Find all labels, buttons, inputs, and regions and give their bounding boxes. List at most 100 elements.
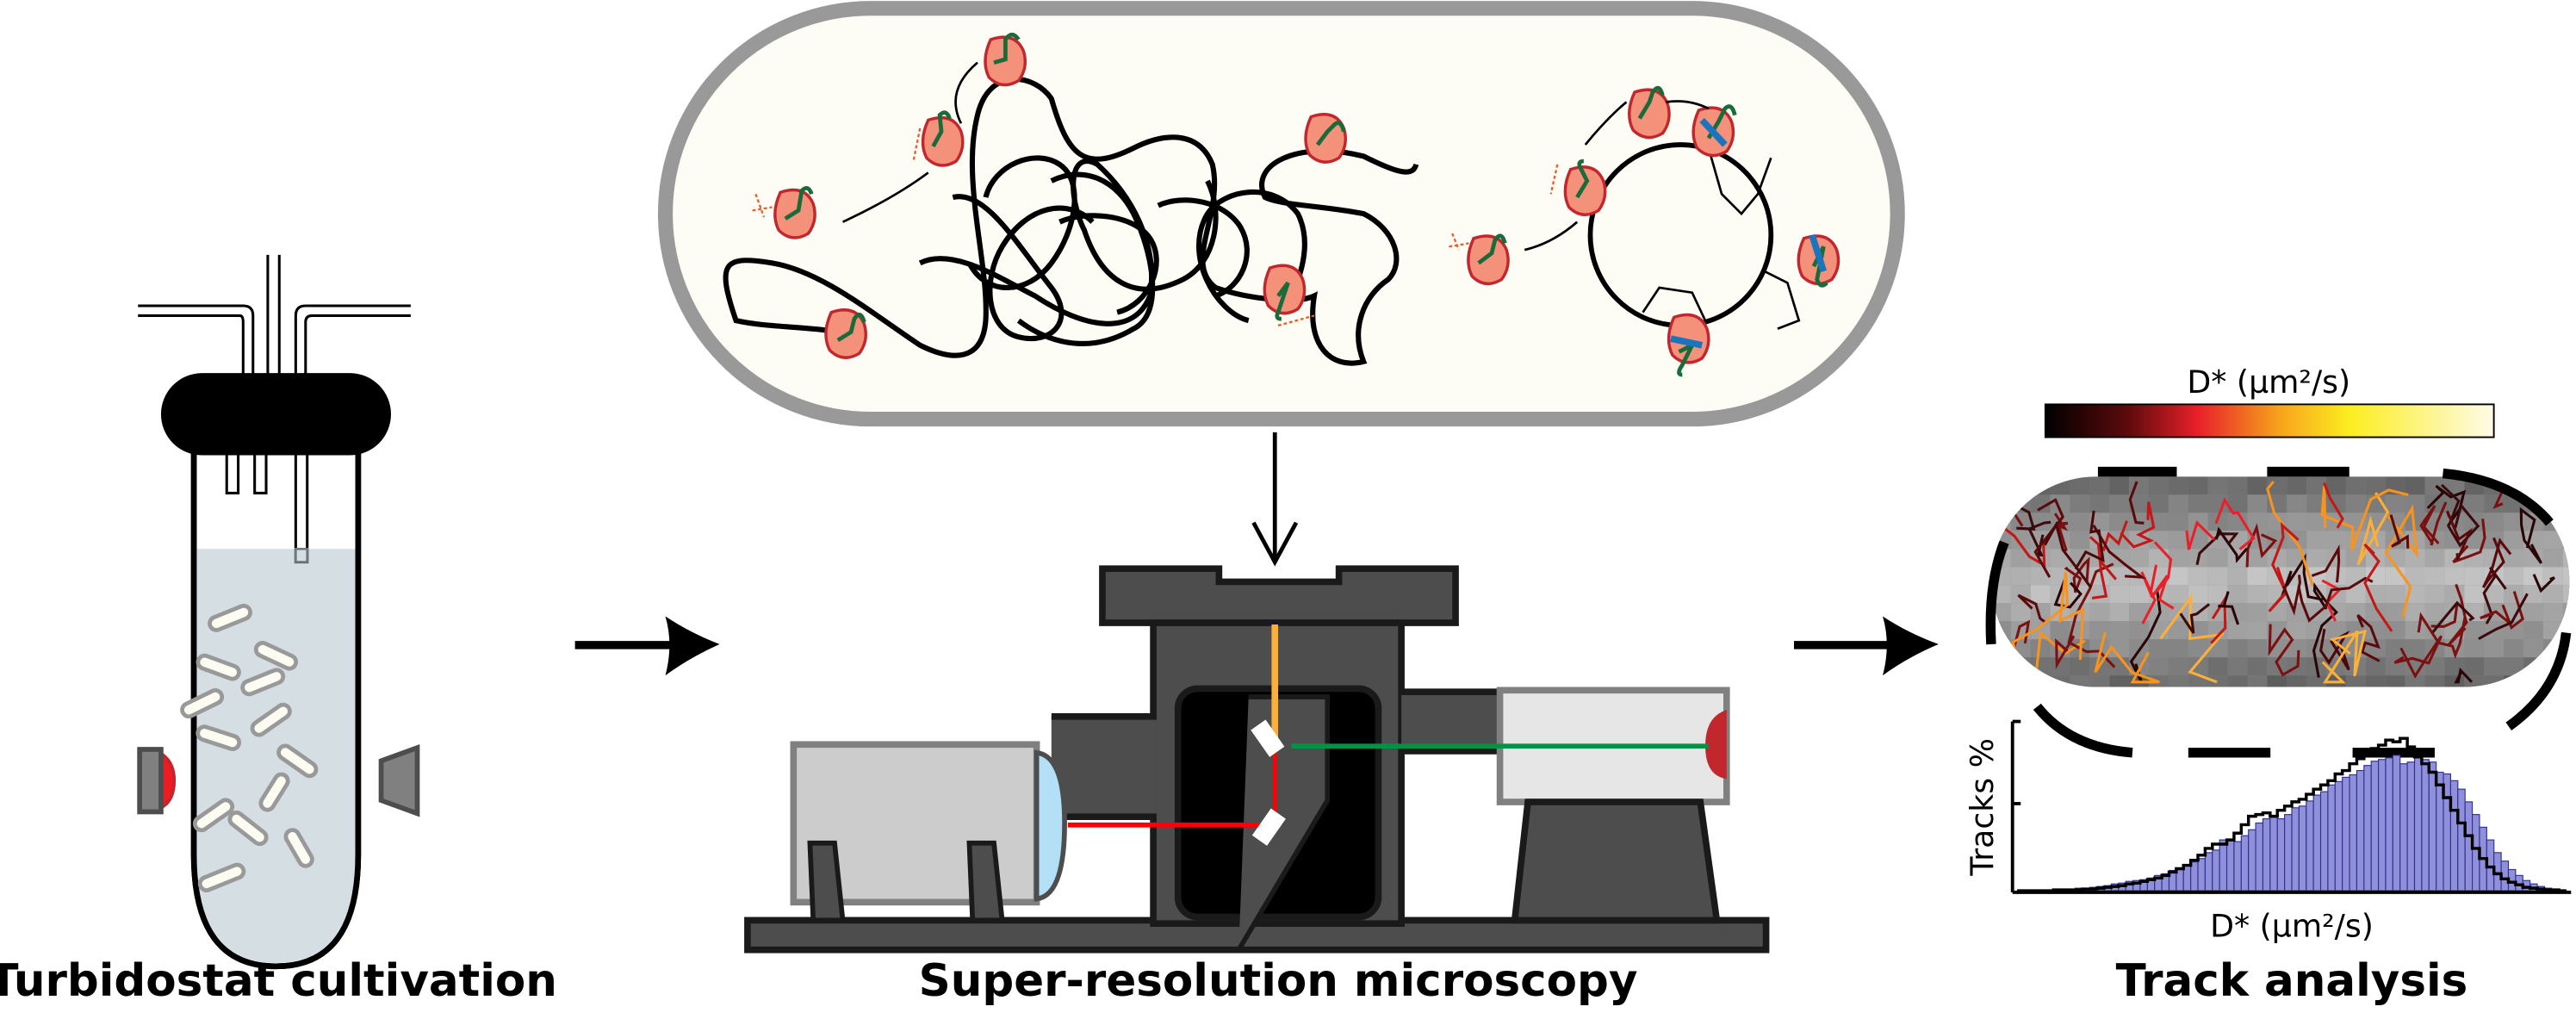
molecule-track bbox=[2481, 537, 2512, 588]
arrow-right-icon bbox=[574, 616, 720, 676]
bacteria-cells bbox=[180, 603, 319, 892]
track-map bbox=[1985, 466, 2572, 758]
mrna-strands bbox=[784, 32, 1828, 377]
molecule-track bbox=[2417, 612, 2467, 659]
molecule-track bbox=[2092, 525, 2146, 579]
histogram-bar bbox=[2363, 765, 2372, 892]
vessel-cap bbox=[160, 373, 391, 456]
histogram-bar bbox=[2457, 788, 2466, 892]
molecule-track bbox=[2266, 481, 2315, 587]
histogram-bar bbox=[2399, 763, 2408, 892]
molecule-track bbox=[2128, 481, 2145, 525]
molecule-track bbox=[2482, 566, 2507, 624]
histogram-bar bbox=[2248, 829, 2256, 892]
histogram-bar bbox=[2349, 774, 2358, 892]
molecule-track bbox=[2218, 591, 2240, 625]
histogram-bar bbox=[2284, 814, 2293, 892]
histogram-bar bbox=[2327, 784, 2336, 892]
molecule-track bbox=[2478, 593, 2529, 641]
histogram-bar bbox=[2370, 761, 2380, 892]
colorbar-label: D* (µm²/s) bbox=[2187, 363, 2350, 401]
molecule-track bbox=[2129, 589, 2162, 683]
histogram-bar bbox=[2197, 858, 2206, 892]
histogram-bar bbox=[2204, 852, 2213, 892]
laser-stand bbox=[1511, 798, 1721, 924]
molecule-track bbox=[2532, 574, 2555, 593]
molecule-track bbox=[2384, 504, 2419, 618]
molecule-track bbox=[2389, 514, 2410, 549]
light-source-icon bbox=[137, 747, 177, 815]
molecule-track bbox=[2017, 593, 2047, 624]
molecule-track bbox=[2321, 579, 2342, 622]
histogram-bar bbox=[2233, 841, 2242, 892]
histogram-bar bbox=[2298, 805, 2307, 892]
molecule-track bbox=[2185, 520, 2215, 550]
molecule-track bbox=[2043, 520, 2093, 589]
histogram-bar bbox=[2406, 761, 2416, 892]
turbidostat-vessel bbox=[137, 254, 420, 970]
histogram-outline bbox=[2017, 736, 2567, 892]
molecule-track bbox=[2321, 629, 2368, 684]
molecule-track bbox=[2356, 492, 2390, 566]
molecule-track bbox=[2356, 614, 2380, 662]
panel-label-microscopy: Super-resolution microscopy bbox=[919, 955, 1638, 1007]
histogram-bar bbox=[2262, 817, 2271, 892]
dichroic-mirror bbox=[1251, 719, 1285, 757]
histogram-bar bbox=[2385, 757, 2393, 892]
histogram-bar bbox=[2319, 791, 2329, 892]
histogram-bar bbox=[2421, 759, 2430, 892]
molecule-track bbox=[2053, 513, 2069, 552]
molecule-track bbox=[2448, 583, 2468, 646]
molecule-track bbox=[2452, 519, 2486, 563]
histogram-bar bbox=[2269, 817, 2278, 892]
molecule-track bbox=[2011, 571, 2085, 683]
molecule-track bbox=[2441, 483, 2480, 548]
molecule-track bbox=[2074, 510, 2105, 570]
molecule-track bbox=[2214, 497, 2256, 550]
molecule-track bbox=[2268, 521, 2300, 612]
panel-label-cultivation: Turbidostat cultivation bbox=[0, 955, 557, 1007]
molecule-track bbox=[2053, 579, 2083, 609]
molecule-track bbox=[2067, 562, 2116, 668]
laser-paths bbox=[1067, 624, 1709, 846]
diffusion-arrows bbox=[841, 61, 1710, 252]
photodetector-icon bbox=[378, 744, 420, 817]
molecule-track bbox=[2446, 510, 2474, 561]
x-axis-label: D* (µm²/s) bbox=[2210, 907, 2374, 944]
molecule-track bbox=[2210, 595, 2227, 644]
laser-aperture bbox=[1705, 710, 1727, 780]
molecule-track bbox=[2140, 564, 2158, 624]
diffusion-histogram: Tracks % D* (µm²/s) bbox=[1964, 719, 2572, 944]
cell-boundary-dashed bbox=[1985, 466, 2572, 758]
y-axis-label: Tracks % bbox=[1964, 738, 2001, 877]
panel-label-analysis: Track analysis bbox=[2116, 955, 2468, 1007]
microscope bbox=[744, 565, 1770, 954]
arrow-down-icon bbox=[1251, 432, 1299, 567]
molecule-track bbox=[2094, 631, 2160, 684]
histogram-bar bbox=[2255, 822, 2264, 892]
colorbar bbox=[2044, 403, 2495, 438]
molecule-track bbox=[2363, 543, 2393, 632]
molecule-track bbox=[2320, 486, 2409, 551]
histogram-bar bbox=[2413, 756, 2423, 892]
histogram-bar bbox=[2291, 807, 2300, 892]
molecule-track bbox=[2120, 501, 2156, 549]
histogram-bar bbox=[2342, 776, 2350, 892]
molecule-track bbox=[2159, 593, 2225, 684]
emission-mirror bbox=[1251, 808, 1286, 846]
molecule-track bbox=[2280, 553, 2324, 601]
molecule-track bbox=[2179, 603, 2211, 634]
arrow-right-icon bbox=[1794, 616, 1939, 676]
histogram-bar bbox=[2240, 835, 2250, 892]
histogram-bar bbox=[2392, 755, 2401, 892]
molecule-track bbox=[2281, 575, 2301, 616]
medium-fill bbox=[195, 549, 357, 963]
histogram-bar bbox=[2334, 780, 2343, 892]
sample-stage bbox=[1099, 565, 1459, 626]
histogram-bar bbox=[2356, 769, 2365, 892]
molecule-track bbox=[2027, 520, 2051, 557]
molecule-track bbox=[2319, 628, 2350, 671]
histogram-bar bbox=[2212, 849, 2220, 892]
